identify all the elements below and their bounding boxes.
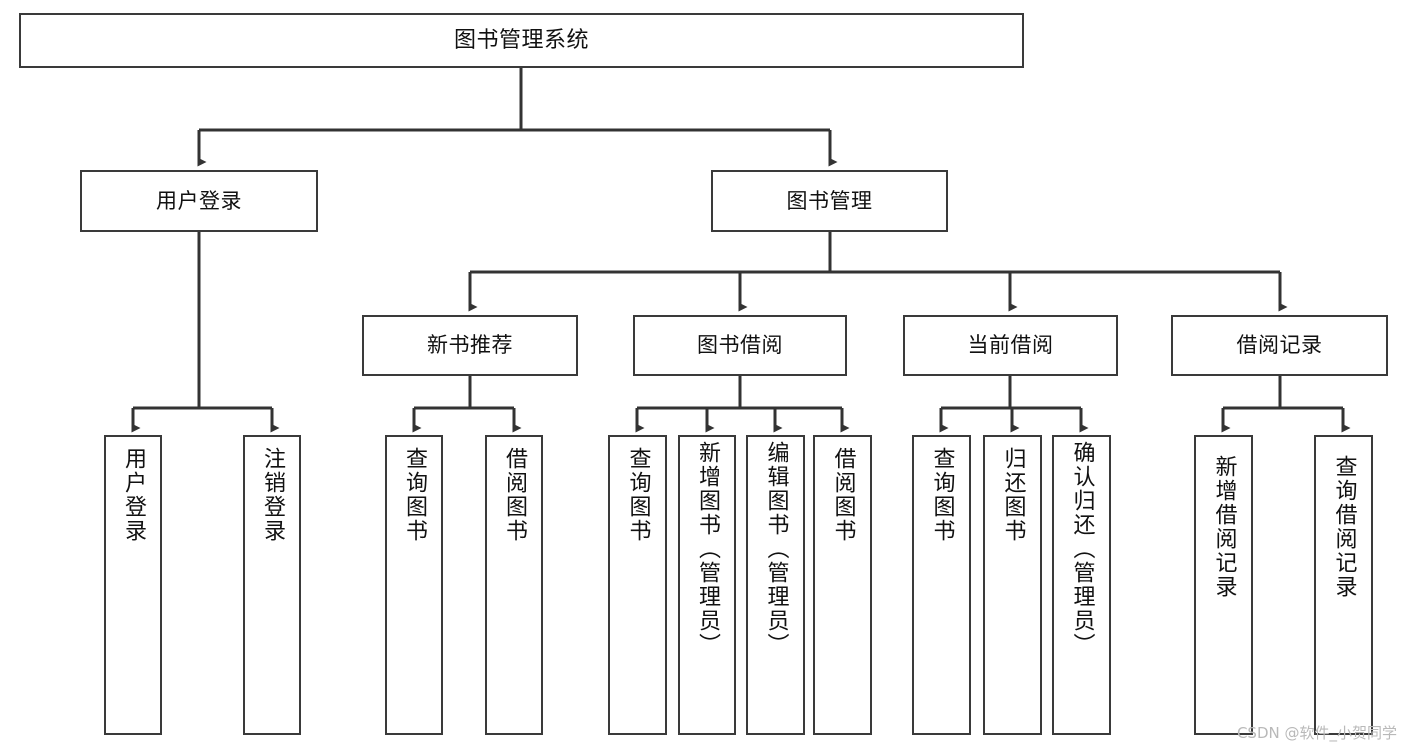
node-new-book-recommend-label: 新书推荐 bbox=[427, 333, 513, 358]
node-confirm-return-admin[interactable]: 确认归还（管理员） bbox=[1052, 435, 1111, 735]
node-add-borrow-record-label: 新增借阅记录 bbox=[1211, 455, 1237, 599]
node-query-borrow-record-label: 查询借阅记录 bbox=[1331, 455, 1357, 599]
node-book-manage-label: 图书管理 bbox=[786, 188, 873, 213]
node-return-book-label: 归还图书 bbox=[1000, 447, 1026, 543]
node-borrow-record-label: 借阅记录 bbox=[1236, 333, 1323, 358]
node-user-login-label: 用户登录 bbox=[156, 188, 242, 213]
node-add-book-admin-label: 新增图书（管理员） bbox=[694, 441, 720, 657]
node-borrow-book-action-label: 借阅图书 bbox=[830, 447, 856, 543]
node-user-logout-action-label: 注销登录 bbox=[259, 447, 285, 543]
node-user-logout-action[interactable]: 注销登录 bbox=[243, 435, 301, 735]
node-query-book-borrow-label: 查询图书 bbox=[625, 447, 651, 543]
node-add-book-admin[interactable]: 新增图书（管理员） bbox=[678, 435, 736, 735]
node-query-book-current-label: 查询图书 bbox=[929, 447, 955, 543]
node-query-borrow-record[interactable]: 查询借阅记录 bbox=[1314, 435, 1373, 735]
node-user-login[interactable]: 用户登录 bbox=[80, 170, 318, 232]
node-book-borrow-label: 图书借阅 bbox=[697, 333, 783, 358]
node-query-book-borrow[interactable]: 查询图书 bbox=[608, 435, 667, 735]
csdn-watermark: CSDN @软件_小贺同学 bbox=[1236, 724, 1397, 742]
node-user-login-action[interactable]: 用户登录 bbox=[104, 435, 162, 735]
node-user-login-action-label: 用户登录 bbox=[120, 447, 146, 543]
node-return-book[interactable]: 归还图书 bbox=[983, 435, 1042, 735]
node-borrow-record[interactable]: 借阅记录 bbox=[1171, 315, 1388, 376]
node-query-book-recommend[interactable]: 查询图书 bbox=[385, 435, 443, 735]
node-add-borrow-record[interactable]: 新增借阅记录 bbox=[1194, 435, 1253, 735]
node-borrow-book-recommend-label: 借阅图书 bbox=[501, 447, 527, 543]
node-borrow-book-recommend[interactable]: 借阅图书 bbox=[485, 435, 543, 735]
node-current-borrow-label: 当前借阅 bbox=[967, 333, 1054, 358]
node-edit-book-admin-label: 编辑图书（管理员） bbox=[763, 441, 789, 657]
node-book-borrow[interactable]: 图书借阅 bbox=[633, 315, 847, 376]
node-new-book-recommend[interactable]: 新书推荐 bbox=[362, 315, 578, 376]
node-query-book-recommend-label: 查询图书 bbox=[401, 447, 427, 543]
node-borrow-book-action[interactable]: 借阅图书 bbox=[813, 435, 872, 735]
node-confirm-return-admin-label: 确认归还（管理员） bbox=[1069, 441, 1095, 657]
node-root-label: 图书管理系统 bbox=[453, 27, 589, 53]
node-root[interactable]: 图书管理系统 bbox=[19, 13, 1024, 68]
node-query-book-current[interactable]: 查询图书 bbox=[912, 435, 971, 735]
node-book-manage[interactable]: 图书管理 bbox=[711, 170, 948, 232]
node-edit-book-admin[interactable]: 编辑图书（管理员） bbox=[746, 435, 805, 735]
node-current-borrow[interactable]: 当前借阅 bbox=[903, 315, 1118, 376]
